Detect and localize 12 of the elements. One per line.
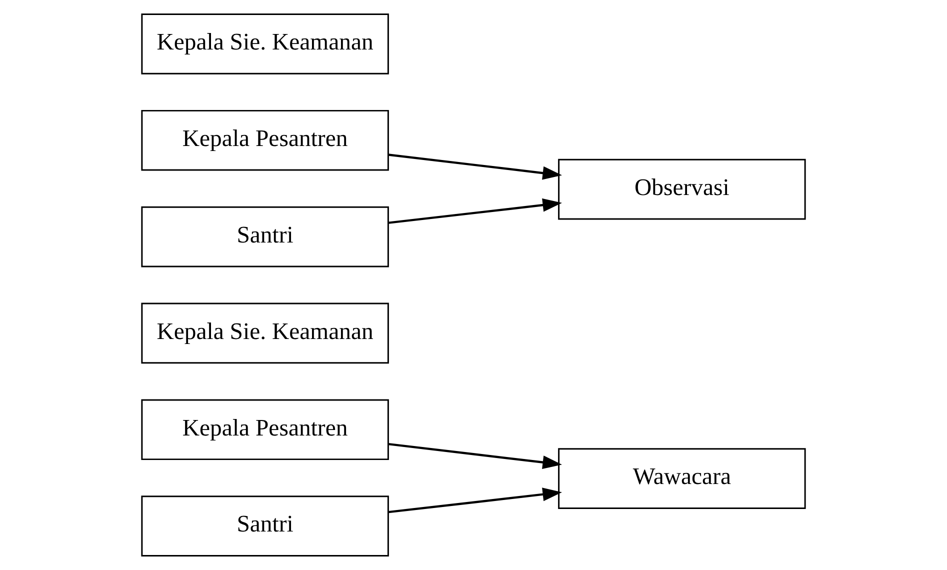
arrow	[388, 488, 562, 514]
node-box: Santri	[141, 496, 389, 556]
node-box: Kepala Sie. Keamanan	[141, 302, 389, 364]
node-box: Kepala Pesantren	[141, 399, 389, 460]
arrow	[388, 198, 562, 224]
arrow	[388, 442, 562, 470]
node-box: Kepala Pesantren	[141, 110, 389, 171]
node-box: Kepala Sie. Keamanan	[141, 14, 389, 74]
node-box: Observasi	[558, 158, 806, 220]
arrow	[388, 154, 562, 180]
node-box: Santri	[141, 206, 389, 268]
node-box: Wawacara	[558, 448, 806, 510]
